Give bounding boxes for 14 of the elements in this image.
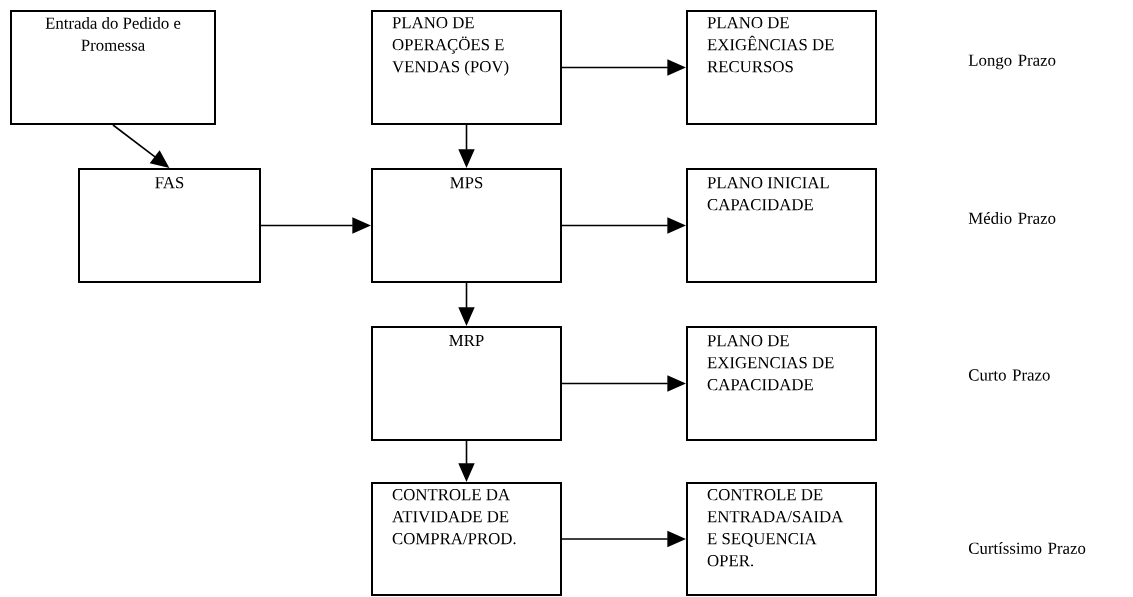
process-box: FAS bbox=[78, 168, 261, 283]
process-box: PLANO DE EXIGENCIAS DE CAPACIDADE bbox=[686, 326, 877, 441]
process-box: MPS bbox=[371, 168, 562, 283]
process-box: CONTROLE DA ATIVIDADE DE COMPRA/PROD. bbox=[371, 482, 562, 596]
process-box: PLANO DE EXIGÊNCIAS DE RECURSOS bbox=[686, 10, 877, 125]
process-box: MRP bbox=[371, 326, 562, 441]
process-box: PLANO DE OPERAÇÖES E VENDAS (POV) bbox=[371, 10, 562, 125]
process-box: CONTROLE DE ENTRADA/SAIDA E SEQUENCIA OPER. bbox=[686, 482, 877, 596]
horizon-label: Longo Prazo bbox=[968, 54, 1056, 70]
horizon-label: Curtíssimo Prazo bbox=[968, 542, 1086, 554]
process-box: Entrada do Pedido e Promessa bbox=[10, 10, 216, 125]
horizon-label: Médio Prazo bbox=[968, 212, 1056, 224]
process-box: PLANO INICIAL CAPACIDADE bbox=[686, 168, 877, 283]
horizon-label: Curto Prazo bbox=[968, 369, 1050, 381]
